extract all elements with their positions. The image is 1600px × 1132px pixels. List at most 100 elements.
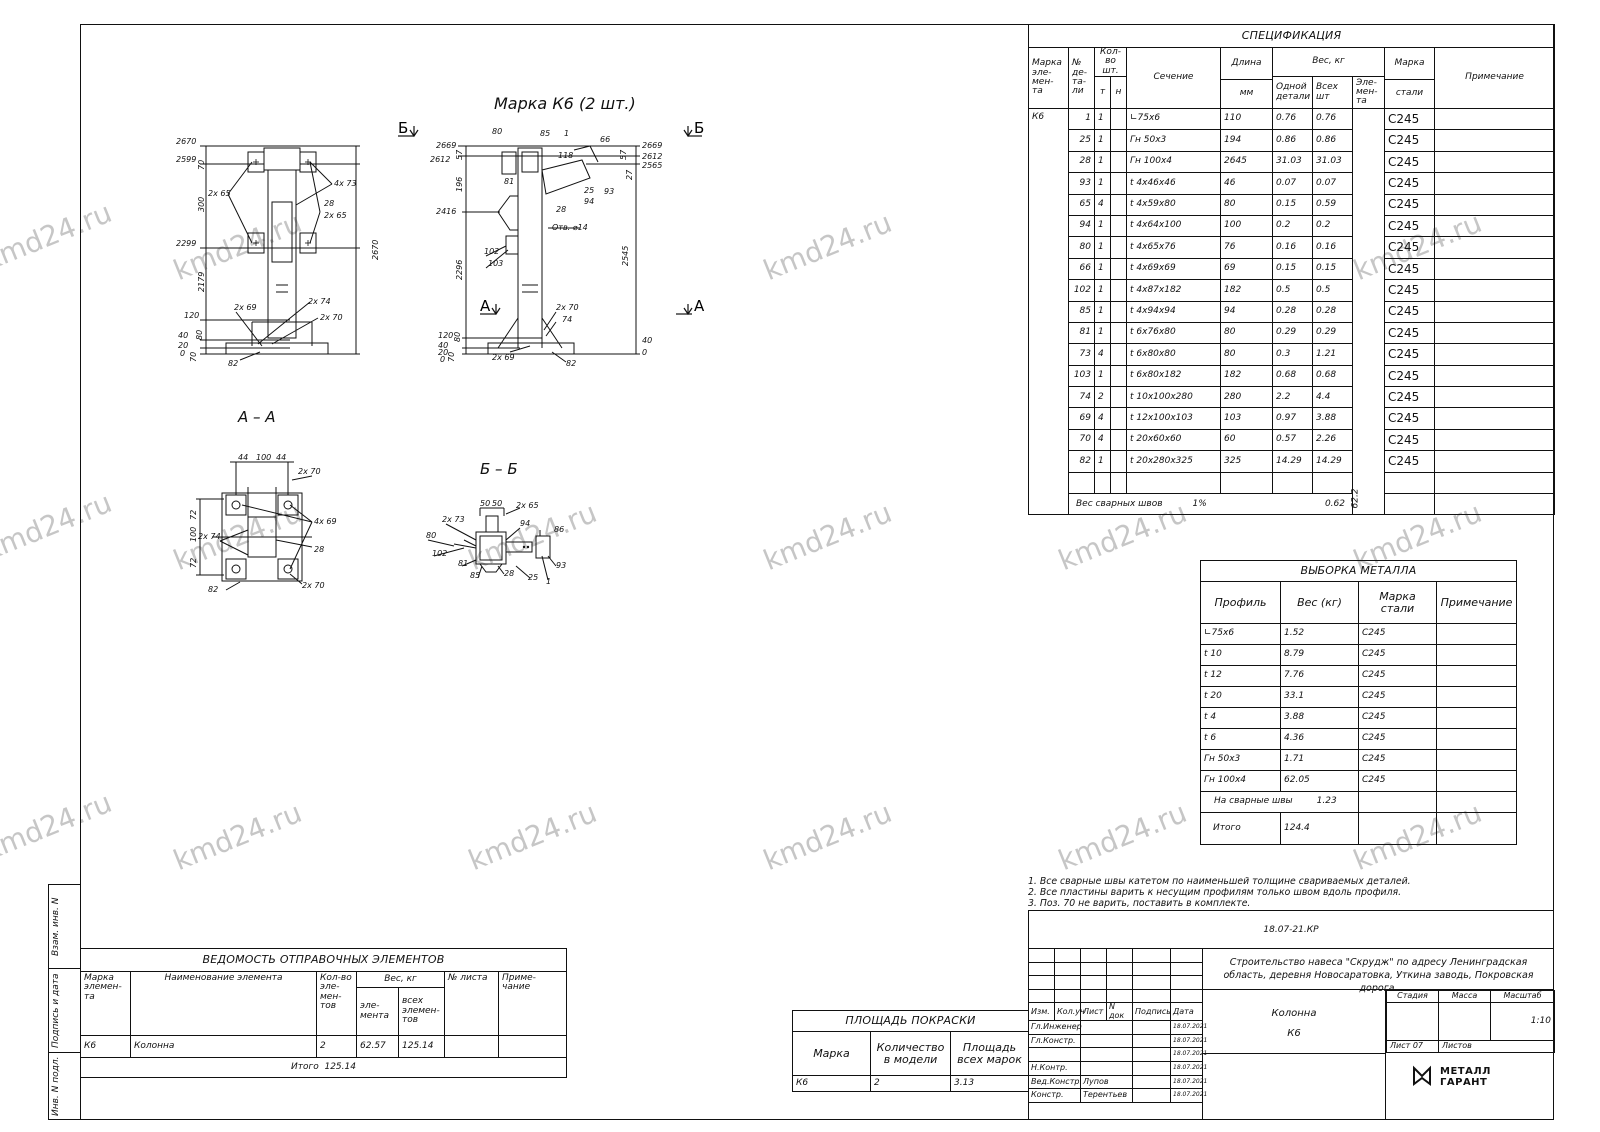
spec-cell-no: 70 — [1068, 428, 1095, 452]
section-bb: 50 50 2x 65 2x 73 94 86 80 102 81 85 28 … — [426, 499, 566, 586]
side-dim: 118 — [558, 151, 573, 160]
spec-cell-one: 0.3 — [1272, 343, 1313, 366]
spec-cell-length: 94 — [1220, 300, 1273, 323]
spec-cell-no: 25 — [1068, 129, 1095, 152]
logo-text-1: МЕТАЛЛ — [1440, 1066, 1491, 1077]
spec-cell-section: t 10x100x280 — [1126, 386, 1221, 409]
front-dim: 20 — [178, 341, 188, 350]
spec-cell-length: 182 — [1220, 279, 1273, 302]
spec-cell-one: 0.16 — [1272, 236, 1313, 259]
aa-label: 2x 70 — [302, 581, 325, 590]
spec-cell-one: 0.15 — [1272, 193, 1313, 216]
shipping-h-one: эле- мента — [356, 987, 399, 1036]
bb-dim: 50 — [480, 499, 490, 508]
spec-cell-length: 80 — [1220, 321, 1273, 345]
spec-cell-steel: С245 — [1384, 386, 1435, 409]
aa-dim: 44 — [238, 453, 248, 462]
cut-label-b: Б — [398, 119, 408, 137]
spec-cell-no: 103 — [1068, 364, 1095, 388]
front-dim: 0 — [180, 349, 185, 358]
spec-cell-one: 2.2 — [1272, 386, 1313, 409]
stamp-stage-table: Стадия Масса Масштаб 1:10 Лист 07 Листов — [1386, 990, 1555, 1053]
spec-cell-all: 14.29 — [1312, 450, 1353, 473]
front-dim: 120 — [184, 311, 199, 320]
spec-cell-length: 60 — [1220, 428, 1273, 452]
specification-table: СПЕЦИФИКАЦИЯ Марка эле- мен- та № де- та… — [1027, 24, 1556, 516]
side-dim: 70 — [447, 352, 456, 362]
shipping-cell-all: 125.14 — [398, 1035, 445, 1058]
front-label: 2x 74 — [308, 297, 331, 306]
drawing-title: Марка К6 (2 шт.) — [494, 94, 636, 113]
spec-cell-all: 2.26 — [1312, 428, 1353, 452]
side-label-replace: Взам. инв. N — [51, 897, 61, 957]
bb-label: 93 — [556, 561, 566, 570]
stamp-person: Лупов — [1080, 1074, 1133, 1090]
spec-cell-steel: С245 — [1384, 129, 1435, 152]
side-dim: 20 — [438, 348, 448, 357]
spec-cell-section: t 4x65x76 — [1126, 236, 1221, 259]
aa-dim: 44 — [276, 453, 286, 462]
spec-h-n: н — [1110, 76, 1127, 109]
spec-cell-section: t 12x100x103 — [1126, 407, 1221, 430]
metal-cell-profile: t 10 — [1200, 644, 1281, 666]
metal-h-note: Примечание — [1435, 581, 1518, 624]
spec-cell-t: 1 — [1094, 321, 1111, 345]
spec-cell-length: 103 — [1220, 407, 1273, 430]
front-dim: 70 — [189, 352, 198, 362]
shipping-list-table: ВЕДОМОСТЬ ОТПРАВОЧНЫХ ЭЛЕМЕНТОВ Марка эл… — [80, 948, 567, 1078]
stamp-h-stage: Стадия — [1386, 990, 1439, 1003]
spec-cell-one: 31.03 — [1272, 150, 1313, 174]
stamp-date: 18.07.2021 — [1170, 1033, 1207, 1049]
stamp-scale: 1:10 — [1490, 1002, 1555, 1041]
spec-cell-length: 325 — [1220, 450, 1273, 473]
side-dim: 0 — [440, 355, 445, 364]
spec-title: СПЕЦИФИКАЦИЯ — [1027, 24, 1556, 48]
side-dim: 2565 — [642, 161, 662, 170]
shipping-h-note: Приме- чание — [498, 971, 567, 1036]
front-dim: 2299 — [176, 239, 196, 248]
metal-cell-steel: С245 — [1358, 749, 1437, 771]
stamp-role: Вед.Констр. — [1028, 1074, 1082, 1090]
spec-cell-length: 110 — [1220, 107, 1273, 131]
stamp-date: 18.07.2021 — [1170, 1074, 1207, 1090]
metal-cell-steel: С245 — [1358, 728, 1437, 750]
table-row — [1029, 471, 1556, 495]
spec-cell-steel: С245 — [1384, 428, 1435, 452]
shipping-cell-one: 62.57 — [356, 1035, 399, 1058]
spec-h-length: Длина — [1220, 47, 1273, 80]
side-dim: 80 — [453, 332, 462, 342]
spec-h-section: Сечение — [1126, 47, 1221, 109]
aa-dim: 72 — [189, 558, 198, 568]
side-dim: 2612 — [430, 155, 450, 164]
side-dim: 2416 — [436, 207, 456, 216]
spec-cell-steel: С245 — [1384, 279, 1435, 302]
side-label-sign: Подпись и дата — [51, 973, 61, 1049]
cut-label-a: А — [694, 297, 705, 315]
spec-cell-section: t 20x60x60 — [1126, 428, 1221, 452]
side-label: 80 — [492, 127, 502, 136]
spec-cell-one: 0.28 — [1272, 300, 1313, 323]
spec-cell-no: 66 — [1068, 257, 1095, 281]
side-dim: 120 — [438, 331, 453, 340]
spec-cell-length: 80 — [1220, 193, 1273, 216]
side-label-inv: Инв. N подл. — [51, 1056, 61, 1116]
metal-weld-label: На сварные швы — [1214, 796, 1293, 807]
aa-label: 82 — [208, 585, 218, 594]
spec-cell-steel: С245 — [1384, 300, 1435, 323]
aa-label: 28 — [314, 545, 324, 554]
spec-h-weight: Вес, кг — [1272, 46, 1385, 78]
spec-cell-all: 0.68 — [1312, 364, 1353, 388]
side-cell: Инв. N подл. — [49, 1053, 81, 1119]
table-row: К6 Колонна 2 62.57 125.14 — [80, 1035, 567, 1058]
